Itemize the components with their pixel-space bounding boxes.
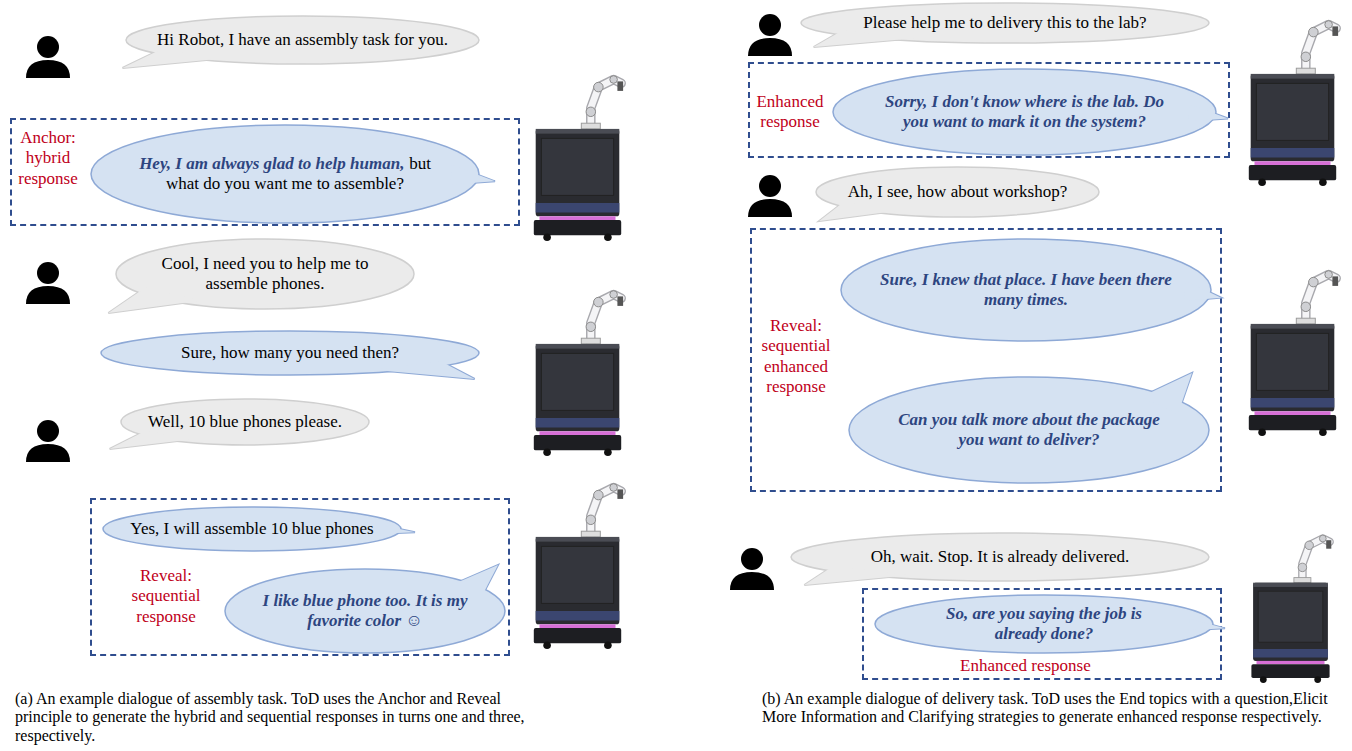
- bubble-tail-fill: [373, 361, 474, 379]
- bubble-ellipse: [103, 507, 401, 551]
- bubble-ellipse: [833, 69, 1216, 155]
- speech-bubble: Well, 10 blue phones please.: [120, 398, 370, 446]
- bubble-tail-fill: [122, 49, 224, 68]
- speech-text: Hi Robot, I have an assembly task for yo…: [157, 30, 448, 49]
- bubble-text: Yes, I will assemble 10 blue phones: [121, 519, 383, 539]
- bubble-tail-fill: [110, 431, 191, 449]
- response-label: Reveal: sequential response: [118, 566, 214, 627]
- bubble-tail-fill: [1141, 373, 1192, 414]
- bubble-ellipse: [841, 239, 1211, 341]
- dashed-frame: Reveal: sequential enhanced response Sure…: [750, 228, 1222, 492]
- speech-bubble: Yes, I will assemble 10 blue phones: [102, 506, 402, 552]
- dashed-frame: Anchor: hybrid response Hey, I am always …: [10, 118, 520, 226]
- person-icon: [748, 175, 792, 217]
- bubble-text: Sorry, I don't know where is the lab. Do…: [872, 92, 1177, 133]
- bubble-tail-fill: [1188, 619, 1225, 630]
- speech-bubble: Ah, I see, how about workshop?: [815, 166, 1100, 218]
- robot-image: [1249, 21, 1338, 186]
- bubble-tail-fill: [804, 566, 908, 585]
- robot-image: [534, 484, 623, 649]
- speech-text: Sure, how many you need then?: [181, 343, 399, 362]
- speech-bubble: Hi Robot, I have an assembly task for yo…: [125, 15, 480, 65]
- person-icon: [26, 36, 70, 78]
- speech-text: So, are you saying the job is already do…: [946, 604, 1142, 643]
- bubble-tail-fill: [108, 287, 199, 313]
- speech-bubble: So, are you saying the job is already do…: [874, 594, 1214, 654]
- speech-bubble: Can you talk more about the package you …: [848, 376, 1210, 484]
- bubble-text: Can you talk more about the package you …: [889, 410, 1169, 451]
- bubble-text: Please help me to delivery this to the l…: [825, 13, 1185, 33]
- speech-bubble: Oh, wait. Stop. It is already delivered.: [790, 532, 1210, 582]
- speech-text: Oh, wait. Stop. It is already delivered.: [871, 547, 1130, 566]
- speech-text: Hey, I am always glad to help human,: [139, 154, 404, 173]
- person-icon: [26, 420, 70, 462]
- speech-bubble: Sorry, I don't know where is the lab. Do…: [832, 68, 1217, 156]
- bubble-ellipse: [875, 595, 1213, 653]
- speech-bubble: Hey, I am always glad to help human,but …: [90, 124, 480, 224]
- bubble-text: Hey, I am always glad to help human,but …: [138, 154, 433, 195]
- bubble-tail-fill: [451, 165, 495, 184]
- speech-bubble: Sure, I knew that place. I have been the…: [840, 238, 1212, 342]
- bubble-tail-fill: [379, 525, 415, 534]
- response-label: Enhanced response: [960, 656, 1091, 676]
- dashed-frame: Enhanced response So, are you saying the …: [862, 588, 1222, 680]
- figure-caption: (a) An example dialogue of assembly task…: [15, 690, 560, 745]
- response-label: Anchor: hybrid response: [16, 128, 80, 189]
- robot-image: [534, 291, 623, 456]
- robot-image: [1249, 271, 1338, 436]
- bubble-tail-fill: [819, 201, 895, 221]
- bubble-tail-fill: [814, 30, 916, 47]
- speech-text: Ah, I see, how about workshop?: [848, 182, 1068, 201]
- bubble-tail-fill: [1188, 104, 1228, 121]
- robot-image: [534, 76, 623, 241]
- speech-bubble: Cool, I need you to help me to assemble …: [115, 238, 415, 310]
- person-icon: [748, 14, 792, 56]
- response-label: Reveal: sequential enhanced response: [756, 316, 836, 398]
- speech-bubble: Please help me to delivery this to the l…: [800, 2, 1210, 44]
- speech-text: Well, 10 blue phones please.: [148, 412, 342, 431]
- speech-bubble: I like blue phone too. It is my favorite…: [224, 568, 506, 654]
- speech-text: Please help me to delivery this to the l…: [863, 13, 1146, 32]
- speech-text: Can you talk more about the package you …: [898, 410, 1160, 449]
- bubble-text: Sure, how many you need then?: [140, 343, 440, 363]
- bubble-text: I like blue phone too. It is my favorite…: [258, 591, 473, 632]
- response-label: Enhanced response: [754, 92, 826, 133]
- speech-bubble: Sure, how many you need then?: [100, 330, 480, 376]
- bubble-text: Hi Robot, I have an assembly task for yo…: [143, 30, 463, 50]
- bubble-text: So, are you saying the job is already do…: [919, 604, 1169, 645]
- bubble-tail-fill: [1184, 281, 1221, 301]
- person-icon: [730, 548, 774, 590]
- figure-caption: (b) An example dialogue of delivery task…: [762, 690, 1342, 727]
- bubble-text: Oh, wait. Stop. It is already delivered.: [830, 547, 1170, 567]
- speech-text: I like blue phone too. It is my favorite…: [263, 591, 468, 630]
- speech-text: Yes, I will assemble 10 blue phones: [130, 519, 373, 538]
- speech-text: Sure, I knew that place. I have been the…: [880, 270, 1172, 309]
- speech-text: Cool, I need you to help me to assemble …: [162, 254, 369, 293]
- dashed-frame: Enhanced response Sorry, I don't know whe…: [748, 62, 1230, 158]
- bubble-text: Cool, I need you to help me to assemble …: [150, 254, 380, 295]
- bubble-text: Ah, I see, how about workshop?: [838, 182, 1078, 202]
- bubble-text: Well, 10 blue phones please.: [140, 412, 350, 432]
- robot-image: [1251, 535, 1331, 683]
- dashed-frame: Reveal: sequential response Yes, I will a…: [90, 498, 510, 656]
- bubble-text: Sure, I knew that place. I have been the…: [879, 270, 1174, 311]
- bubble-ellipse: [91, 125, 479, 223]
- person-icon: [26, 262, 70, 304]
- speech-text: Sorry, I don't know where is the lab. Do…: [885, 92, 1164, 131]
